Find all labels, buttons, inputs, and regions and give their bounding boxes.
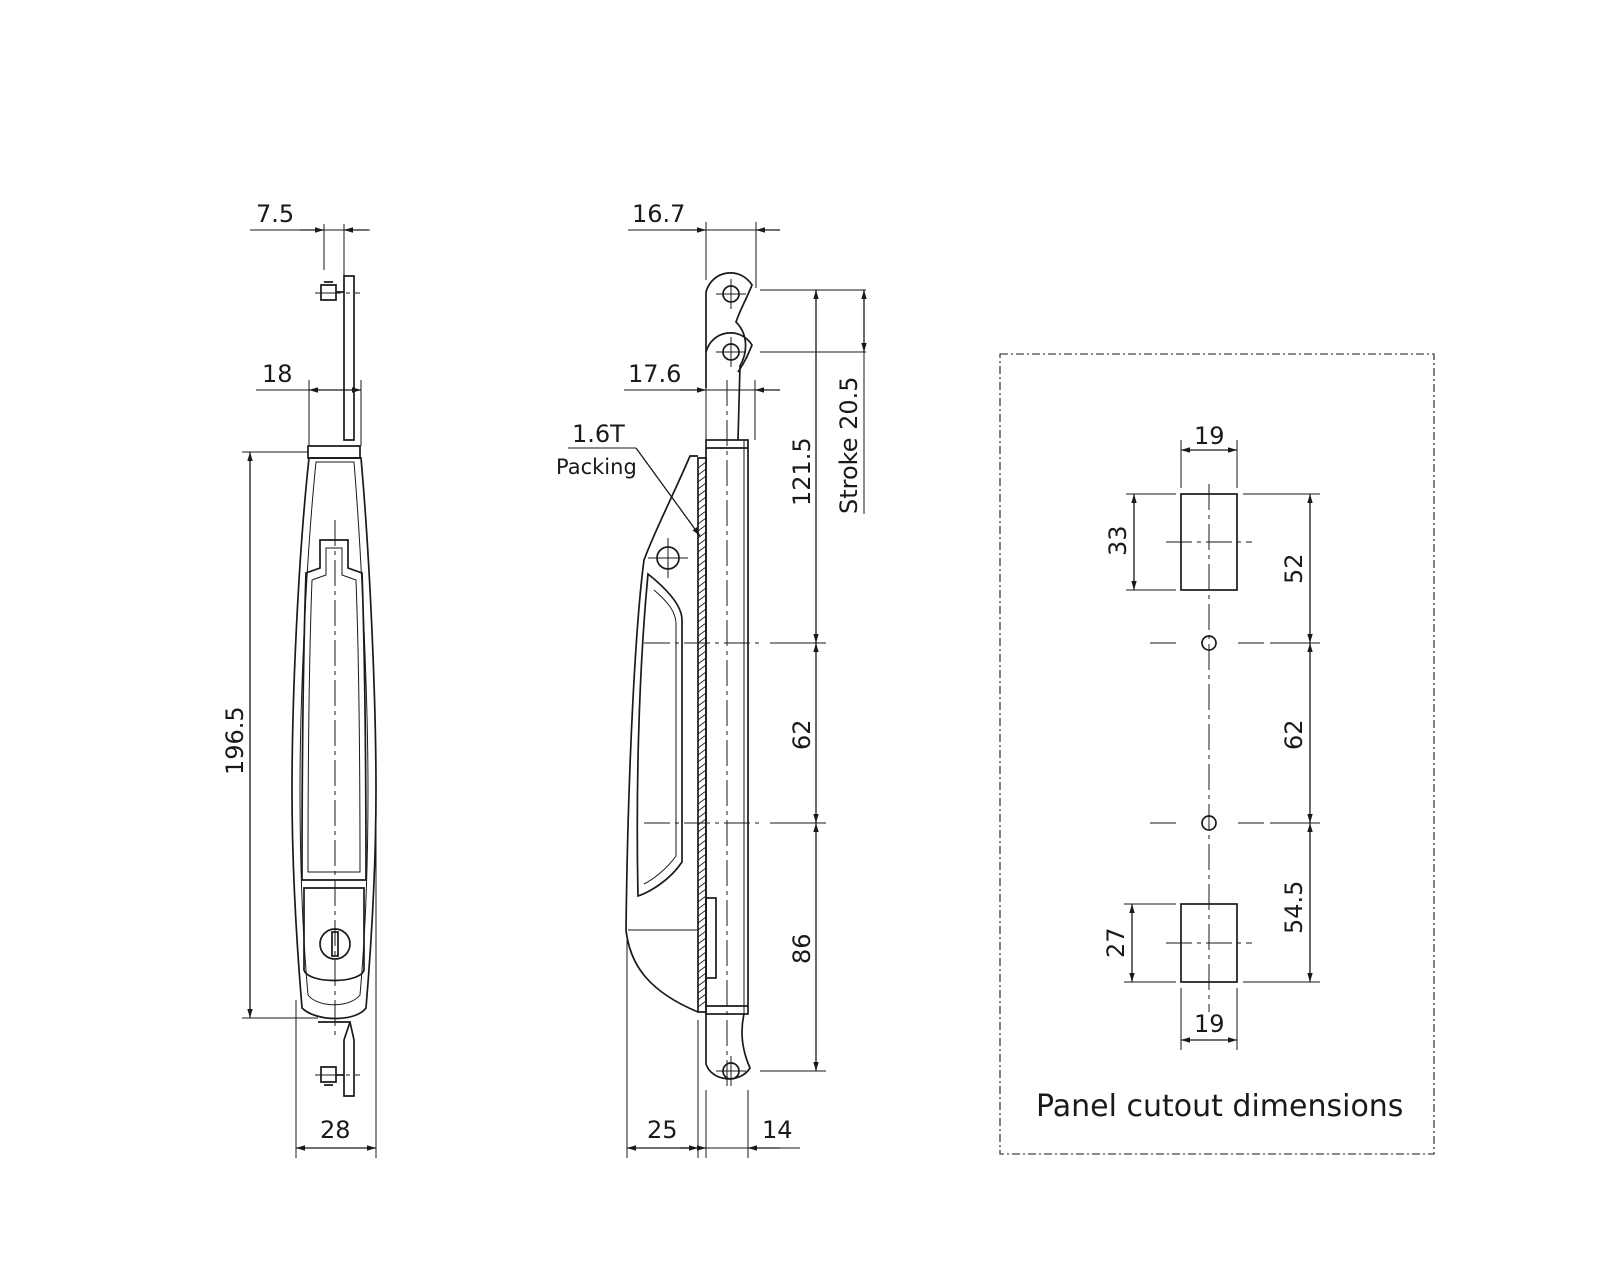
top-cutout-height: 33 — [1104, 525, 1132, 556]
dim-top-offset: 7.5 — [256, 200, 294, 228]
dim-bracket-width: 18 — [262, 360, 293, 388]
dim-handle-depth: 25 — [647, 1116, 678, 1144]
side-top-lug-2 — [705, 332, 753, 373]
bottom-cutout-height: 27 — [1102, 927, 1130, 958]
panel-cutout-frame — [999, 353, 1435, 1155]
hole-to-bottom: 54.5 — [1280, 881, 1308, 934]
dim-overall-height: 196.5 — [221, 706, 249, 775]
top-to-hole: 52 — [1280, 553, 1308, 584]
packing-thickness: 1.6T — [572, 420, 625, 448]
dim-upper-length: 121.5 — [788, 437, 816, 506]
top-cutout-width: 19 — [1194, 422, 1225, 450]
dim-body-width: 28 — [320, 1116, 351, 1144]
panel-cutout-view: 19 33 52 62 54.5 27 19 Panel cutout d — [999, 353, 1435, 1155]
dim-top-bracket: 16.7 — [632, 200, 685, 228]
front-view: 7.5 18 196.5 28 — [221, 200, 377, 1158]
stroke-label: Stroke 20.5 — [835, 376, 863, 514]
front-handle-inner — [307, 547, 361, 873]
front-top-cap — [307, 445, 361, 459]
front-top-bracket — [343, 275, 355, 441]
dim-middle-length: 62 — [788, 719, 816, 750]
side-rod — [705, 439, 749, 1015]
packing-hatch — [697, 461, 707, 1008]
front-housing-inner — [299, 461, 369, 1006]
front-bottom-bracket — [318, 1021, 355, 1097]
hole-spacing: 62 — [1280, 719, 1308, 750]
front-handle-outline — [301, 539, 367, 881]
side-top-lug — [705, 272, 753, 441]
side-lock-tab — [705, 897, 717, 979]
front-housing-outline — [291, 457, 377, 1020]
side-bottom-lug — [705, 1013, 751, 1080]
panel-cutout-caption: Panel cutout dimensions — [1036, 1089, 1403, 1124]
mount-hole-upper-icon — [1201, 635, 1217, 651]
packing-label: Packing — [556, 455, 637, 479]
side-handle-grip-inner — [643, 589, 677, 885]
dim-rod-depth: 14 — [762, 1116, 793, 1144]
side-view: 16.7 17.6 1.6T Packing 121.5 62 86 — [556, 200, 867, 1158]
side-handle-outline — [625, 455, 699, 1013]
front-top-screw — [320, 281, 344, 301]
side-handle-grip — [636, 572, 683, 898]
front-lock-plate — [303, 887, 365, 982]
bottom-cutout-width: 19 — [1194, 1010, 1225, 1038]
dim-lower-length: 86 — [788, 933, 816, 964]
front-bottom-screw — [320, 1066, 344, 1086]
mount-hole-lower-icon — [1201, 815, 1217, 831]
dim-rod-width: 17.6 — [628, 360, 681, 388]
